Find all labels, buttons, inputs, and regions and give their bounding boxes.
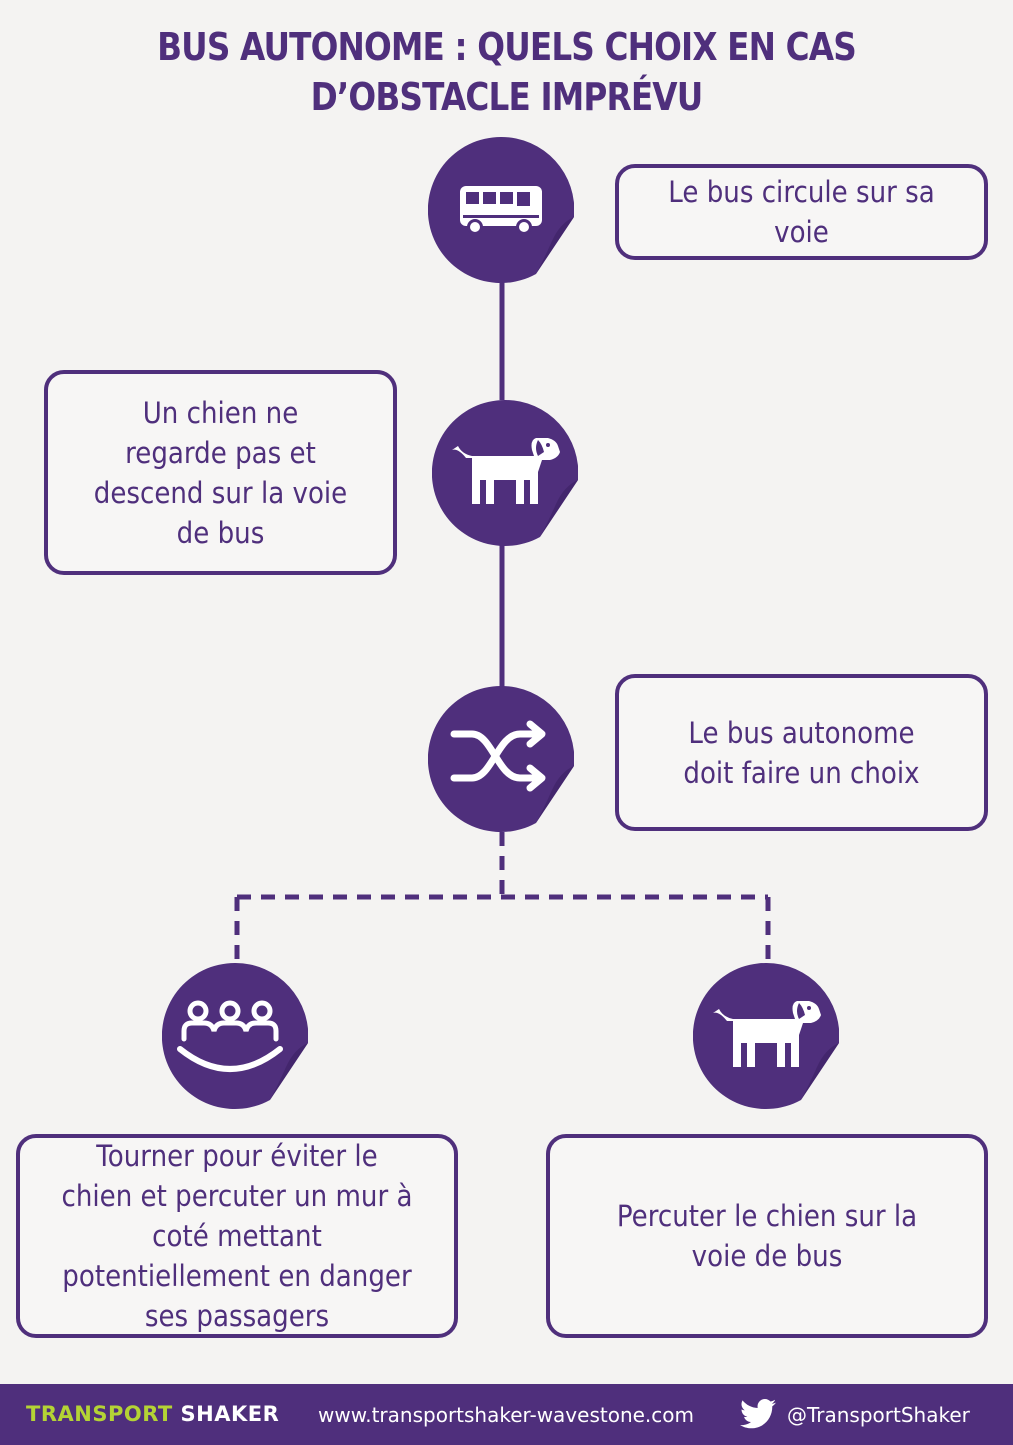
website-link[interactable]: www.transportshaker-wavestone.com: [318, 1403, 694, 1427]
node-choice: [428, 686, 574, 832]
node-passengers: [162, 963, 308, 1109]
step-dog-box: Un chien ne regarde pas et descend sur l…: [44, 370, 397, 575]
brand-part-2: SHAKER: [172, 1402, 280, 1426]
step-bus-box: Le bus circule sur sa voie: [615, 164, 988, 260]
step-dog-text: Un chien ne regarde pas et descend sur l…: [93, 395, 348, 550]
twitter-bird-icon[interactable]: [740, 1398, 776, 1430]
step-bus-text: Le bus circule sur sa voie: [668, 175, 935, 249]
footer-bar: TRANSPORT SHAKER www.transportshaker-wav…: [0, 1384, 1013, 1445]
step-choice-text: Le bus autonome doit faire un choix: [683, 715, 920, 790]
option-right-box: Percuter le chien sur la voie de bus: [546, 1134, 988, 1338]
shuffle-icon: [450, 720, 546, 792]
step-choice-box: Le bus autonome doit faire un choix: [615, 674, 988, 831]
brand-part-1: TRANSPORT: [26, 1402, 173, 1426]
twitter-handle-link[interactable]: @TransportShaker: [787, 1403, 970, 1427]
option-left-box: Tourner pour éviter le chien et percuter…: [16, 1134, 458, 1338]
option-right-text: Percuter le chien sur la voie de bus: [616, 1199, 918, 1273]
option-left-text: Tourner pour éviter le chien et percuter…: [61, 1139, 413, 1333]
bus-icon: [460, 186, 542, 235]
node-bus: [428, 137, 574, 283]
node-dog-right: [693, 963, 839, 1109]
brand-logo[interactable]: TRANSPORT SHAKER: [26, 1402, 279, 1426]
title-line-2: D’OBSTACLE IMPRÉVU: [310, 75, 704, 119]
dog-icon: [452, 438, 560, 504]
dog-icon: [713, 1001, 821, 1067]
page-title: BUS AUTONOME : QUELS CHOIX EN CAS D’OBST…: [71, 22, 942, 122]
passengers-icon: [177, 1000, 283, 1072]
node-dog: [432, 400, 578, 546]
title-line-1: BUS AUTONOME : QUELS CHOIX EN CAS: [157, 25, 857, 69]
